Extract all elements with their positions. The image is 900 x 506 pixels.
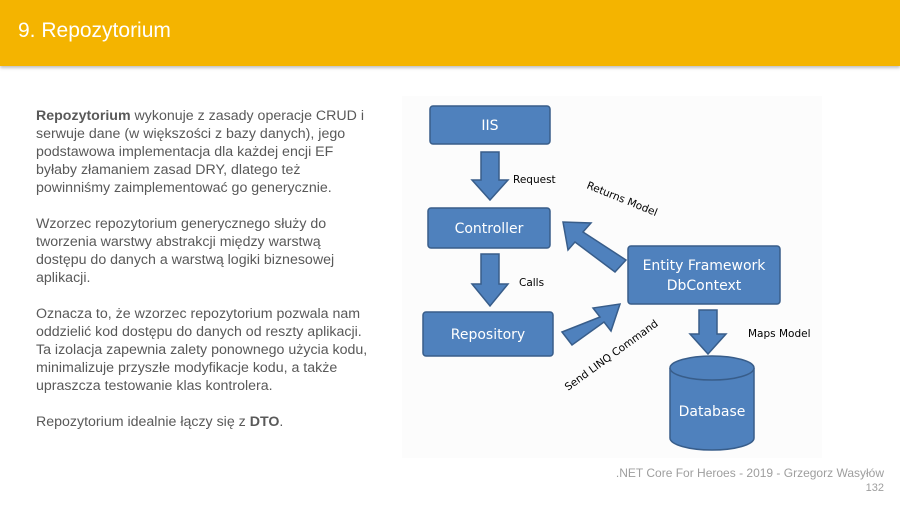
paragraph-1-bold: Repozytorium: [36, 108, 131, 124]
slide-title: 9. Repozytorium: [18, 19, 171, 42]
arrow-maps-model: [688, 309, 728, 356]
database-label: Database: [679, 404, 746, 420]
slide-header: 9. Repozytorium: [0, 0, 900, 66]
iis-label: IIS: [481, 118, 498, 134]
controller-box: [427, 207, 551, 249]
paragraph-4-bold: DTO: [249, 414, 280, 430]
database-top: [669, 355, 755, 381]
paragraph-2: Wzorzec repozytorium generycznego służy …: [36, 216, 335, 286]
database-cylinder: [669, 368, 755, 451]
iis-box: [429, 105, 551, 145]
diagram-svg: IIS Controller Repository Entity Framewo…: [422, 105, 811, 451]
maps-model-label: Maps Model: [748, 328, 811, 340]
dbcontext-label: DbContext: [667, 278, 742, 294]
arrow-returns-model: [562, 221, 628, 274]
repository-label: Repository: [451, 327, 525, 343]
paragraph-4-text: Repozytorium idealnie łączy się z: [36, 414, 250, 430]
repository-box: [422, 311, 554, 357]
controller-label: Controller: [455, 221, 524, 237]
arrow-send-linq: [560, 303, 622, 347]
footer-credit: .NET Core For Heroes - 2019 - Grzegorz W…: [615, 466, 884, 480]
architecture-diagram: IIS Controller Repository Entity Framewo…: [402, 96, 822, 458]
arrow-request: [470, 151, 510, 202]
returns-model-label: Returns Model: [585, 180, 659, 219]
page-number: 132: [865, 482, 884, 494]
request-label: Request: [513, 174, 556, 186]
paragraph-4: Repozytorium idealnie łączy się z DTO.: [36, 413, 371, 431]
entity-framework-label: Entity Framework: [643, 258, 767, 274]
arrow-calls: [470, 253, 510, 308]
calls-label: Calls: [519, 277, 544, 289]
paragraph-3: Oznacza to, że wzorzec repozytorium pozw…: [36, 306, 368, 394]
paragraph-1-text: wykonuje z zasady operacje CRUD i serwuj…: [36, 108, 364, 196]
paragraph-4-end: .: [279, 414, 284, 430]
slide-body: Repozytorium wykonuje z zasady operacje …: [36, 107, 371, 449]
paragraph-1: Repozytorium wykonuje z zasady operacje …: [36, 107, 371, 197]
entity-framework-box: [627, 245, 781, 305]
